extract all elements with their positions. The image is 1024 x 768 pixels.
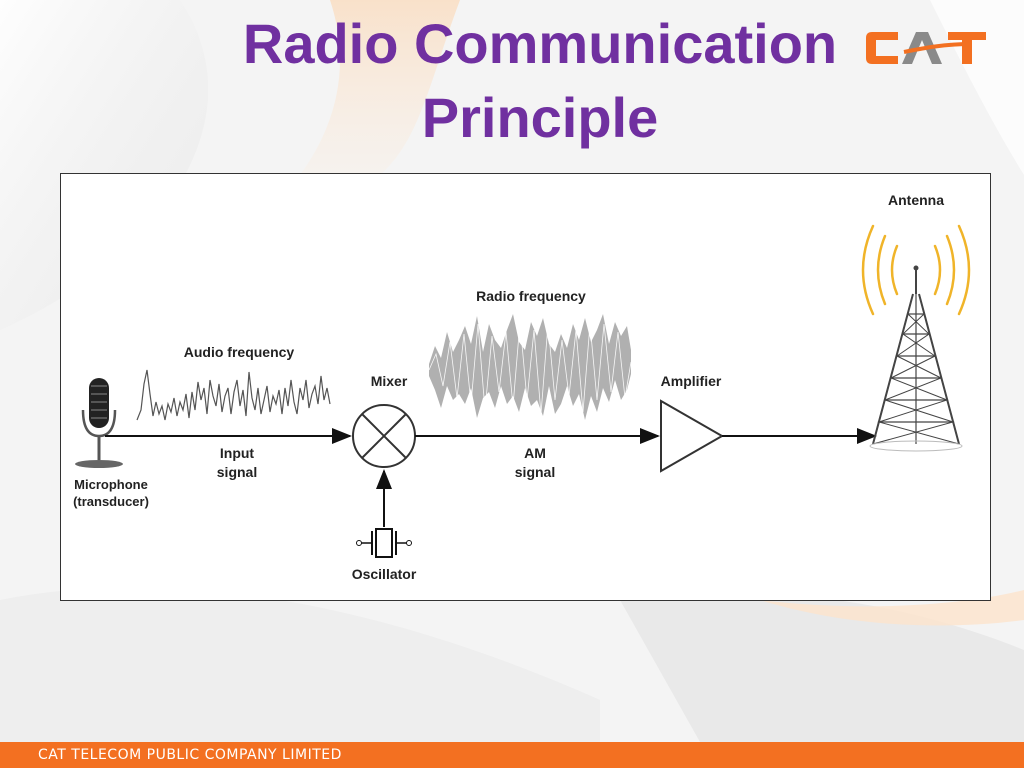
cat-logo bbox=[866, 32, 986, 64]
am-signal-label-line2: signal bbox=[514, 464, 556, 480]
mixer-label: Mixer bbox=[370, 373, 408, 389]
input-signal-label-line1: Input bbox=[219, 445, 255, 461]
mixer-symbol bbox=[352, 404, 416, 468]
oscillator-label: Oscillator bbox=[351, 566, 417, 582]
footer-bar: CAT TELECOM PUBLIC COMPANY LIMITED bbox=[0, 742, 1024, 768]
antenna-radio-waves-icon bbox=[861, 224, 971, 316]
radio-frequency-waveform bbox=[428, 314, 632, 420]
am-signal-label-line1: AM bbox=[524, 445, 546, 461]
amplifier-label: Amplifier bbox=[660, 373, 722, 389]
antenna-label: Antenna bbox=[888, 192, 944, 208]
audio-frequency-waveform bbox=[136, 369, 331, 421]
oscillator-crystal-icon bbox=[356, 528, 412, 558]
slide-title-line2: Principle bbox=[421, 86, 659, 149]
diagram-panel: Antenna Radio frequency Audio frequency … bbox=[60, 173, 991, 601]
antenna-tower-icon bbox=[869, 265, 963, 452]
footer-company-name: CAT TELECOM PUBLIC COMPANY LIMITED bbox=[38, 747, 342, 763]
amplifier-symbol bbox=[660, 399, 725, 473]
microphone-label-line1: Microphone bbox=[74, 477, 148, 492]
audio-frequency-label: Audio frequency bbox=[183, 344, 295, 360]
input-signal-label-line2: signal bbox=[216, 464, 258, 480]
microphone-icon bbox=[75, 378, 123, 468]
microphone-label-line2: (transducer) bbox=[73, 494, 149, 509]
radio-frequency-label: Radio frequency bbox=[476, 288, 586, 304]
block-diagram bbox=[75, 224, 971, 558]
slide-title-line1: Radio Communication bbox=[242, 12, 838, 75]
